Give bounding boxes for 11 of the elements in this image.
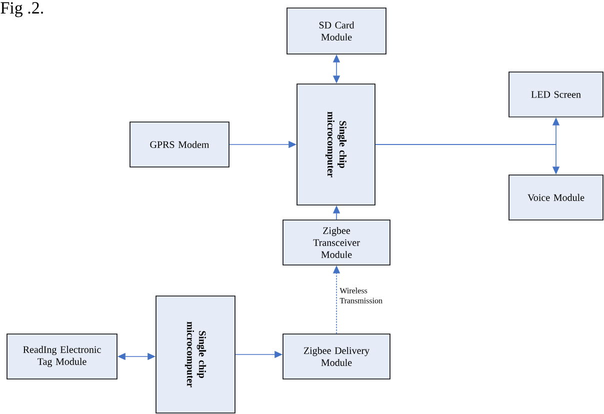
processor-block: Single chip microcomputer	[296, 84, 376, 206]
module-box: Zigbee Transceiver Module	[282, 220, 390, 266]
edge-label: Wireless Transmission	[340, 288, 382, 304]
module-box: Voice Module	[508, 174, 604, 220]
module-box: ReadIng Electronic Tag Module	[6, 334, 118, 380]
module-box: LED Screen	[508, 72, 604, 118]
module-box: SD Card Module	[286, 8, 386, 54]
module-box: GPRS Modem	[130, 122, 230, 168]
figure-title: Fig .2.	[0, 2, 44, 18]
processor-block: Single chip microcomputer	[156, 296, 236, 414]
module-box: Zigbee Delivery Module	[282, 334, 390, 380]
